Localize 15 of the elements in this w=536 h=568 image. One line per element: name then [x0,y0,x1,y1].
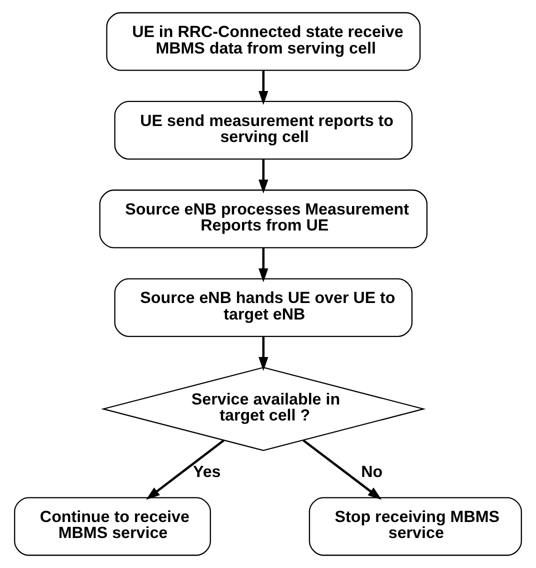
arrow [302,439,382,500]
arrow [258,70,268,105]
arrow [146,439,224,500]
node-diamond: Service available in target cell ? [101,366,426,452]
node-box: UE in RRC-Connected state receive MBMS data from serving cell [106,12,421,71]
edge-label: No [361,463,383,482]
arrow [258,159,268,194]
node-box: Stop receiving MBMS service [308,497,522,556]
arrow [258,248,268,282]
node-box: Source eNB hands UE over UE to target eNB [114,278,413,337]
node-box: Source eNB processes Measurement Reports from UE [99,190,428,248]
edge-label: Yes [192,463,221,482]
arrow [258,336,268,371]
node-box: UE send measurement reports to serving cell [114,100,413,160]
node-box: Continue to receive MBMS service [14,497,211,556]
